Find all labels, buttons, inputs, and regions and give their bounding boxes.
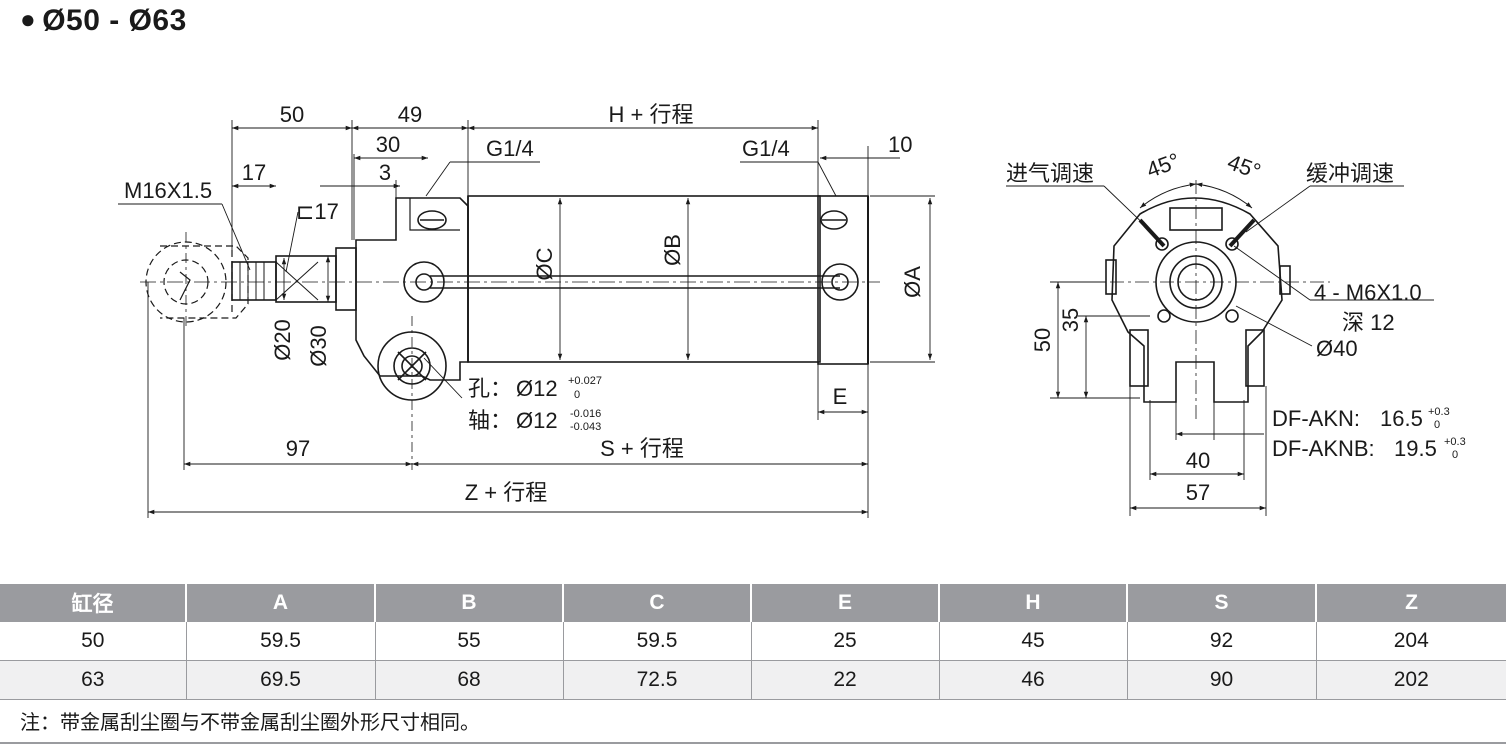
hole-tol-lower: 0: [574, 389, 580, 401]
aknb-label: DF-AKNB:: [1272, 436, 1375, 461]
angle-right-label: 45°: [1224, 149, 1264, 184]
dim-e-label: E: [833, 384, 848, 409]
phi-c-label: ØC: [532, 247, 557, 280]
hole-label: 孔：: [468, 376, 512, 401]
hole-tol-upper: +0.027: [568, 375, 602, 387]
table-cell: 69.5: [186, 660, 376, 700]
table-cell: 50: [0, 622, 187, 661]
technical-drawing: 50 49 H + 行程 30 3 17 M16X1.5 ⊏17 G1/4 G1…: [118, 102, 1466, 518]
table-cell: 204: [1316, 622, 1506, 661]
thread-depth-label: 深 12: [1342, 310, 1395, 335]
dim-s-label: S + 行程: [600, 436, 684, 461]
table-header-e: E: [751, 584, 940, 622]
table-header-h: H: [939, 584, 1128, 622]
table-cell: 68: [375, 660, 564, 700]
title-text: Ø50 - Ø63: [42, 4, 187, 37]
footnote: 注：带金属刮尘圈与不带金属刮尘圈外形尺寸相同。: [20, 712, 480, 734]
table-cell: 45: [939, 622, 1128, 661]
cylinder-barrel: [467, 195, 821, 363]
end-dim-40-label: 40: [1186, 448, 1210, 473]
phi-30-label: Ø30: [306, 325, 331, 367]
shaft-value: Ø12: [516, 408, 558, 433]
end-view: [1006, 180, 1434, 516]
akn-value: 16.5: [1380, 406, 1423, 431]
wrench-size-label: ⊏17: [296, 199, 339, 224]
side-view: [118, 120, 935, 518]
dim-3-label: 3: [379, 160, 391, 185]
table-header-c: C: [563, 584, 752, 622]
table-cell: 63: [0, 660, 187, 700]
rod-thread-label: M16X1.5: [124, 178, 212, 203]
end-dim-50-label: 50: [1030, 328, 1055, 352]
dim-17-label: 17: [242, 160, 266, 185]
shaft-tol-upper: -0.016: [570, 408, 601, 420]
table-header-z: Z: [1316, 584, 1506, 622]
bottom-divider: [0, 742, 1506, 744]
akn-label: DF-AKN:: [1272, 406, 1360, 431]
table-cell: 90: [1127, 660, 1317, 700]
table-cell: 92: [1127, 622, 1317, 661]
phi-a-label: ØA: [900, 266, 925, 298]
cushion-adjust-label: 缓冲调速: [1306, 161, 1394, 186]
dim-97-label: 97: [286, 436, 310, 461]
rear-cover: [817, 195, 869, 365]
table-cell: 59.5: [186, 622, 376, 661]
table-row: 50 59.5 55 59.5 25 45 92 204: [0, 622, 1506, 661]
angle-left-label: 45°: [1143, 148, 1183, 183]
aknb-tol-upper: +0.3: [1444, 436, 1466, 448]
hole-value: Ø12: [516, 376, 558, 401]
inlet-adjust-label: 进气调速: [1006, 161, 1094, 186]
shaft-label: 轴：: [468, 408, 512, 433]
table-cell: 55: [375, 622, 564, 661]
port-right-label: G1/4: [742, 136, 790, 161]
table-cell: 72.5: [563, 660, 752, 700]
dim-10-label: 10: [888, 132, 912, 157]
table-header-bore: 缸径: [0, 584, 187, 622]
table-header-b: B: [375, 584, 564, 622]
phi-b-label: ØB: [660, 234, 685, 266]
table-cell: 25: [751, 622, 940, 661]
piston-rod: [275, 255, 337, 303]
table-cell: 22: [751, 660, 940, 700]
akn-tol-lower: 0: [1434, 419, 1440, 431]
end-dim-57-label: 57: [1186, 480, 1210, 505]
table-row: 63 69.5 68 72.5 22 46 90 202: [0, 660, 1506, 700]
akn-tol-upper: +0.3: [1428, 406, 1450, 418]
table-header-s: S: [1127, 584, 1317, 622]
spec-table: 缸径 A B C E H S Z 50 59.5 55 59.5 25 45 9…: [0, 584, 1506, 700]
dim-50-label: 50: [280, 102, 304, 127]
aknb-tol-lower: 0: [1452, 449, 1458, 461]
dim-49-label: 49: [398, 102, 422, 127]
port-left-label: G1/4: [486, 136, 534, 161]
phi-40-label: Ø40: [1316, 336, 1358, 361]
shaft-tol-lower: -0.043: [570, 421, 601, 433]
table-cell: 202: [1316, 660, 1506, 700]
table-cell: 59.5: [563, 622, 752, 661]
dim-h-label: H + 行程: [609, 102, 694, 127]
end-dim-35-label: 35: [1058, 308, 1083, 332]
rod-thread: [231, 261, 277, 301]
phi-20-label: Ø20: [270, 319, 295, 361]
aknb-value: 19.5: [1394, 436, 1437, 461]
dim-z-label: Z + 行程: [465, 480, 548, 505]
table-header-a: A: [186, 584, 376, 622]
mount-thread-label: 4 - M6X1.0: [1314, 280, 1422, 305]
bullet-icon: ●: [20, 4, 37, 34]
dim-30-label: 30: [376, 132, 400, 157]
table-cell: 46: [939, 660, 1128, 700]
table-header-row: 缸径 A B C E H S Z: [0, 584, 1506, 622]
page-title: ●Ø50 - Ø63: [20, 4, 187, 38]
